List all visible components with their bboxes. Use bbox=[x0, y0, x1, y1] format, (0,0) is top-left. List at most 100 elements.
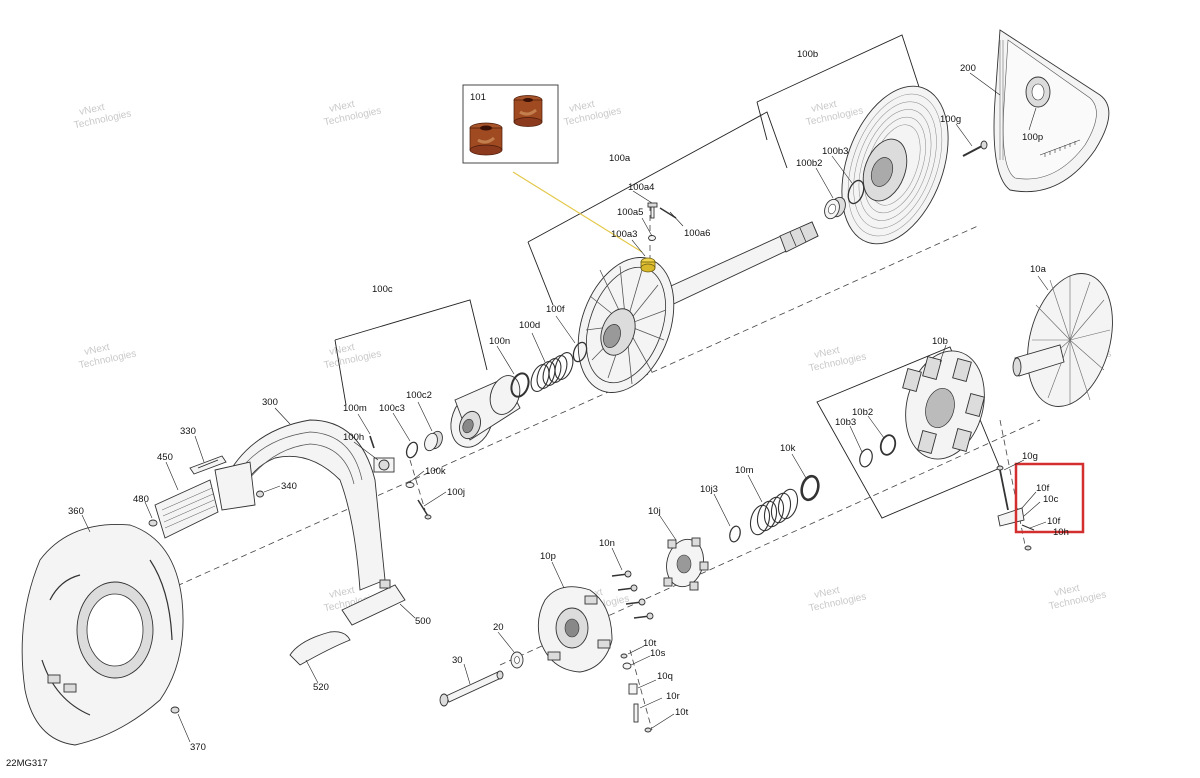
latch-500 bbox=[341, 579, 406, 626]
screw-100j bbox=[417, 499, 432, 520]
pin-100a6 bbox=[659, 207, 677, 219]
label-100g: 100g bbox=[940, 114, 961, 125]
washer-10t-lower bbox=[644, 727, 652, 733]
roller-axis bbox=[629, 649, 653, 731]
ring-100b3 bbox=[847, 179, 865, 205]
label-100k: 100k bbox=[425, 466, 446, 477]
watermark: vNext Technologies bbox=[563, 99, 622, 129]
insert-bushing-front bbox=[469, 122, 503, 156]
label-100h: 100h bbox=[343, 432, 364, 443]
label-100j: 100j bbox=[447, 487, 465, 498]
spider-10j bbox=[663, 537, 709, 591]
moving-sheave-100b bbox=[841, 85, 949, 245]
fixed-sheave-100a bbox=[577, 221, 819, 393]
leader-lines bbox=[81, 72, 1049, 743]
svg-text:vNext: vNext bbox=[568, 99, 596, 115]
bearing-100b2 bbox=[824, 196, 846, 220]
screw-heads-10n bbox=[624, 570, 654, 620]
washer-10t-upper bbox=[620, 653, 628, 659]
label-10q: 10q bbox=[657, 671, 673, 682]
label-500: 500 bbox=[415, 616, 431, 627]
bolt-30 bbox=[439, 670, 504, 707]
label-340: 340 bbox=[281, 481, 297, 492]
svg-text:vNext: vNext bbox=[813, 585, 841, 601]
label-100n: 100n bbox=[489, 336, 510, 347]
label-100a5: 100a5 bbox=[617, 207, 643, 218]
label-10t-lower: 10t bbox=[675, 707, 689, 718]
fixed-half-10a bbox=[1012, 273, 1113, 407]
svg-text:vNext: vNext bbox=[328, 99, 356, 115]
screw-370 bbox=[170, 706, 180, 714]
label-100c3: 100c3 bbox=[379, 403, 405, 414]
label-100p: 100p bbox=[1022, 132, 1043, 143]
governor-10p bbox=[537, 586, 613, 673]
ring-10j3 bbox=[729, 525, 741, 543]
label-10h: 10h bbox=[1053, 527, 1069, 538]
label-100d: 100d bbox=[519, 320, 540, 331]
clip-520 bbox=[289, 631, 351, 666]
highlight-box bbox=[1014, 462, 1085, 534]
pin-100m bbox=[369, 435, 375, 449]
label-200: 200 bbox=[960, 63, 976, 74]
label-10n: 10n bbox=[599, 538, 615, 549]
housing-360 bbox=[21, 524, 184, 746]
label-10k: 10k bbox=[780, 443, 796, 454]
label-100b: 100b bbox=[797, 49, 818, 60]
spring-100d bbox=[530, 352, 574, 392]
svg-text:vNext: vNext bbox=[1053, 583, 1081, 599]
ring-100c3 bbox=[405, 441, 419, 459]
moving-half-10b bbox=[902, 350, 985, 460]
washer-100n bbox=[510, 372, 530, 398]
label-450: 450 bbox=[157, 452, 173, 463]
svg-text:vNext: vNext bbox=[810, 99, 838, 115]
screw-100a4 bbox=[647, 202, 658, 241]
washer-100k bbox=[405, 482, 415, 488]
label-10b3: 10b3 bbox=[835, 417, 856, 428]
bracket-330 bbox=[189, 455, 227, 475]
drive-pulley-axis bbox=[499, 419, 1041, 666]
cover-200 bbox=[993, 29, 1110, 193]
label-100a3: 100a3 bbox=[611, 229, 637, 240]
label-10f-lower: 10f bbox=[1047, 516, 1061, 527]
label-370: 370 bbox=[190, 742, 206, 753]
cam-100c bbox=[450, 375, 521, 448]
insert-101-callout bbox=[462, 84, 643, 253]
screw-340 bbox=[256, 490, 264, 498]
label-10f-upper: 10f bbox=[1036, 483, 1050, 494]
svg-text:vNext: vNext bbox=[78, 102, 106, 118]
watermark: vNext Technologies bbox=[73, 102, 132, 132]
label-10m: 10m bbox=[735, 465, 754, 476]
label-10s: 10s bbox=[650, 648, 666, 659]
washer-10k bbox=[800, 474, 820, 502]
label-100m: 100m bbox=[343, 403, 367, 414]
label-10a: 10a bbox=[1030, 264, 1047, 275]
svg-text:vNext: vNext bbox=[83, 342, 111, 358]
watermark: vNext Technologies bbox=[78, 342, 137, 372]
bracket-frames bbox=[334, 34, 1001, 519]
assembly-axes bbox=[149, 205, 1041, 731]
screw-100g bbox=[962, 140, 988, 157]
watermark: vNext Technologies bbox=[323, 342, 382, 372]
spacer-10s bbox=[622, 662, 632, 670]
label-100c2: 100c2 bbox=[406, 390, 432, 401]
label-20: 20 bbox=[493, 622, 504, 633]
washer-20 bbox=[510, 651, 524, 669]
label-100b3: 100b3 bbox=[822, 146, 848, 157]
label-100a4: 100a4 bbox=[628, 182, 654, 193]
watermark: vNext Technologies bbox=[808, 585, 867, 615]
lever-axis bbox=[999, 419, 1026, 546]
label-300: 300 bbox=[262, 397, 278, 408]
roller-10q bbox=[628, 683, 638, 695]
label-10g: 10g bbox=[1022, 451, 1038, 462]
bracket-100a bbox=[527, 111, 788, 243]
label-100f: 100f bbox=[546, 304, 565, 315]
vent-450 bbox=[154, 479, 219, 539]
belt-guard-300 bbox=[214, 419, 386, 591]
diagram-code: 22MG317 bbox=[6, 758, 48, 769]
bushing-10b2 bbox=[879, 434, 897, 456]
lever-set-10g bbox=[996, 465, 1035, 551]
label-10b2: 10b2 bbox=[852, 407, 873, 418]
watermark: vNext Technologies bbox=[1048, 583, 1107, 613]
ring-100f bbox=[572, 341, 588, 363]
